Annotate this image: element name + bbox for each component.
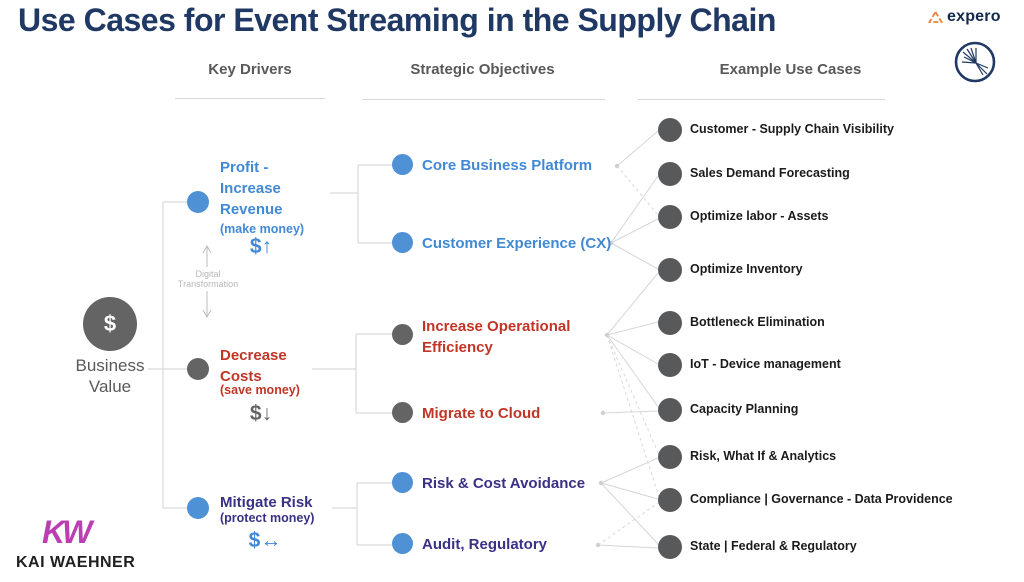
usecase-dot [658,353,682,377]
key-driver-bracket [148,201,188,509]
usecase-dot [658,488,682,512]
objective-audit-regulatory: Audit, Regulatory [422,536,548,553]
objective-migrate-to-cloud: Migrate to Cloud [422,405,541,422]
usecase-dot [658,535,682,559]
objective-dot [392,232,413,253]
objective-customer-experience: Customer Experience (CX) [422,235,612,252]
usecase-label: Optimize labor - Assets [690,209,829,223]
driver-dot-mitigate-risk [187,497,209,519]
objective-increase-operational-efficiency: Increase Operational Efficiency [422,318,571,356]
objective-dot [392,402,413,423]
usecase-label: State | Federal & Regulatory [690,539,857,553]
objective-dot [392,324,413,345]
kw-monogram-logo: KW [42,514,92,550]
digital-transformation-label: Digital Transformation [171,267,245,291]
usecase-label: Customer - Supply Chain Visibility [690,122,894,136]
usecase-label: Optimize Inventory [690,262,803,276]
expero-logo: expero [928,8,1001,26]
objective-usecase-links-dashed [597,165,660,546]
objective-dot [392,472,413,493]
driver-label-mitigate-risk: Mitigate Risk [220,494,313,511]
column-header-key-drivers: Key Drivers [208,61,292,78]
starburst-badge-icon [953,40,997,89]
column-header-example-use-cases: Example Use Cases [719,61,862,78]
junction-dots [595,163,620,548]
expero-wordmark: expero [947,8,1001,25]
usecase-dot [658,205,682,229]
header-underline [362,99,605,100]
header-underline [175,98,325,99]
business-value-circle: $ [83,297,137,351]
author-name: KAI WAEHNER [16,554,136,571]
usecase-label: Risk, What If & Analytics [690,449,837,463]
usecase-label: Sales Demand Forecasting [690,166,850,180]
objective-dot [392,533,413,554]
usecase-label: Compliance | Governance - Data Providenc… [690,492,953,506]
driver-label-profit: Profit - Increase Revenue [220,159,283,218]
objective-risk-cost-avoidance: Risk & Cost Avoidance [422,475,586,492]
usecase-dot [658,258,682,282]
driver-symbol-decrease-costs: $↓ [249,402,273,425]
driver-note-mitigate-risk: (protect money) [220,511,315,525]
usecase-dot [658,398,682,422]
objective-core-business-platform: Core Business Platform [422,157,593,174]
objective-dot [392,154,413,175]
usecase-label: IoT - Device management [690,357,841,371]
column-header-strategic-objectives: Strategic Objectives [410,61,555,78]
driver-symbol-profit: $↑ [249,235,273,258]
header-underline [638,99,885,100]
driver-symbol-mitigate-risk: $↔ [248,529,282,552]
business-value-label: Business Value [75,356,145,396]
driver-dot-decrease-costs [187,358,209,380]
usecase-dot [658,311,682,335]
usecase-label: Capacity Planning [690,402,799,416]
page-title: Use Cases for Event Streaming in the Sup… [18,2,776,38]
usecase-dot [658,118,682,142]
driver-label-decrease-costs: Decrease Costs [220,347,287,385]
driver-note-profit: (make money) [220,222,305,236]
driver-note-decrease-costs: (save money) [220,383,300,397]
objective-usecase-links [597,130,660,549]
objective-brackets [312,164,392,546]
usecase-label: Bottleneck Elimination [690,315,825,329]
driver-dot-profit [187,191,209,213]
usecase-dot [658,162,682,186]
expero-triangle-icon [928,10,943,23]
usecase-dot [658,445,682,469]
